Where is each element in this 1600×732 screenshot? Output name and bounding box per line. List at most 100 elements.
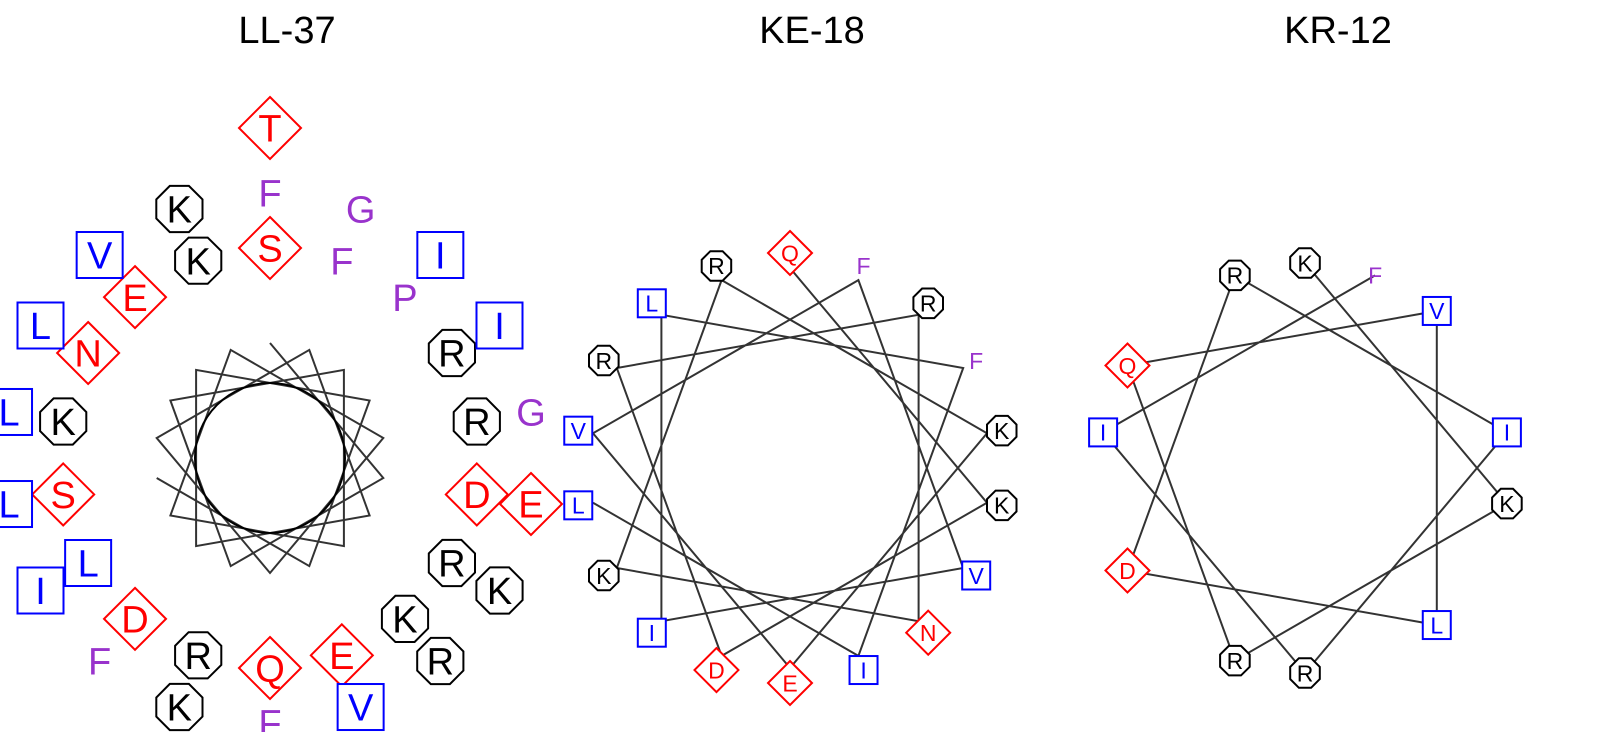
residue-letter: F <box>88 642 111 684</box>
residue-octagon <box>427 328 476 378</box>
residue-k: K <box>39 397 88 446</box>
residue-s: S <box>30 462 96 527</box>
residue-letter: R <box>708 253 725 279</box>
residue-octagon <box>1289 247 1321 279</box>
residue-letter: L <box>30 306 51 348</box>
residue-letter: S <box>51 475 76 517</box>
residue-diamond <box>55 320 121 386</box>
residue-k: K <box>986 489 1018 522</box>
residue-k: K <box>475 566 524 615</box>
residue-v: V <box>961 560 992 591</box>
residue-letter: K <box>1297 250 1313 276</box>
residue-letter: I <box>1504 420 1510 446</box>
residue-letter: F <box>969 348 983 374</box>
residue-r: R <box>427 328 476 378</box>
residue-letter: V <box>87 236 113 278</box>
residue-square <box>563 490 594 521</box>
residue-letter: V <box>1429 298 1445 324</box>
residue-letter: T <box>258 109 281 151</box>
residue-letter: K <box>994 418 1010 444</box>
residue-f: F <box>330 241 353 283</box>
residue-letter: E <box>329 636 354 678</box>
residue-letter: K <box>1499 491 1515 517</box>
residue-letter: F <box>857 253 871 279</box>
residue-k: K <box>588 559 620 592</box>
residue-letter: S <box>257 229 282 271</box>
residue-e: E <box>498 471 564 537</box>
residue-l: L <box>563 490 594 521</box>
residue-square <box>16 566 65 615</box>
residue-r: R <box>427 538 476 588</box>
residue-i: I <box>848 655 879 686</box>
residue-l: L <box>636 288 667 319</box>
residue-k: K <box>380 594 430 643</box>
residue-letter: R <box>595 348 612 374</box>
residue-diamond <box>766 229 814 277</box>
residue-letter: L <box>0 485 20 527</box>
residue-q: Q <box>237 635 303 701</box>
residue-square <box>1491 417 1522 448</box>
residue-letter: L <box>645 291 658 317</box>
residue-d: D <box>444 462 510 527</box>
residue-letter: K <box>487 571 512 613</box>
residue-letter: F <box>258 174 281 216</box>
residue-letter: R <box>184 636 211 678</box>
panel-title-ke18: KE-18 <box>759 10 865 52</box>
residue-p: P <box>392 278 417 320</box>
helix-connector-path <box>1101 262 1509 675</box>
residue-square <box>75 230 124 279</box>
residue-letter: R <box>1297 660 1314 686</box>
residue-octagon <box>39 397 88 446</box>
residue-letter: I <box>35 571 46 613</box>
residue-diamond <box>904 609 952 657</box>
residue-letter: Q <box>781 240 799 266</box>
residue-octagon <box>700 250 733 282</box>
residue-d: D <box>1104 547 1151 594</box>
residue-r: R <box>912 287 944 320</box>
residue-square <box>416 230 465 279</box>
residue-l: L <box>16 301 65 350</box>
residue-letter: R <box>438 544 465 586</box>
residue-g: G <box>516 393 546 435</box>
residue-k: K <box>155 682 204 732</box>
helix-connector-path <box>591 267 989 670</box>
residue-diamond <box>1104 547 1151 594</box>
wheel-inner-circle <box>194 382 346 534</box>
residue-f: F <box>258 704 281 732</box>
residue-f: F <box>1368 263 1382 289</box>
residue-r: R <box>588 344 620 377</box>
residue-r: R <box>700 250 733 282</box>
residue-letter: E <box>518 485 543 527</box>
residue-square <box>848 655 879 686</box>
residue-d: D <box>693 646 740 694</box>
residue-i: I <box>16 566 65 615</box>
panel-title-ll37: LL-37 <box>238 10 336 52</box>
residue-letter: D <box>121 600 148 642</box>
residue-diamond <box>766 659 814 707</box>
residue-s: S <box>237 215 303 281</box>
residue-square <box>336 683 385 732</box>
residue-r: R <box>1289 657 1321 689</box>
panel-title-kr12: KR-12 <box>1284 10 1392 52</box>
residue-e: E <box>102 264 168 330</box>
residue-r: R <box>1219 259 1251 292</box>
residue-letter: N <box>920 620 937 646</box>
residue-letter: R <box>463 402 490 444</box>
residue-octagon <box>588 344 620 377</box>
residue-letter: R <box>920 291 937 317</box>
residue-letter: G <box>516 393 546 435</box>
residue-letter: K <box>596 563 612 589</box>
residue-f: F <box>88 642 111 684</box>
residue-letter: F <box>258 704 281 732</box>
residue-diamond <box>102 264 168 330</box>
residue-letter: Q <box>1119 353 1137 379</box>
residue-i: I <box>1491 417 1522 448</box>
residue-octagon <box>380 594 430 643</box>
residue-i: I <box>416 230 465 279</box>
residue-letter: D <box>463 475 490 517</box>
residue-letter: L <box>0 393 20 435</box>
residue-g: G <box>346 190 376 232</box>
